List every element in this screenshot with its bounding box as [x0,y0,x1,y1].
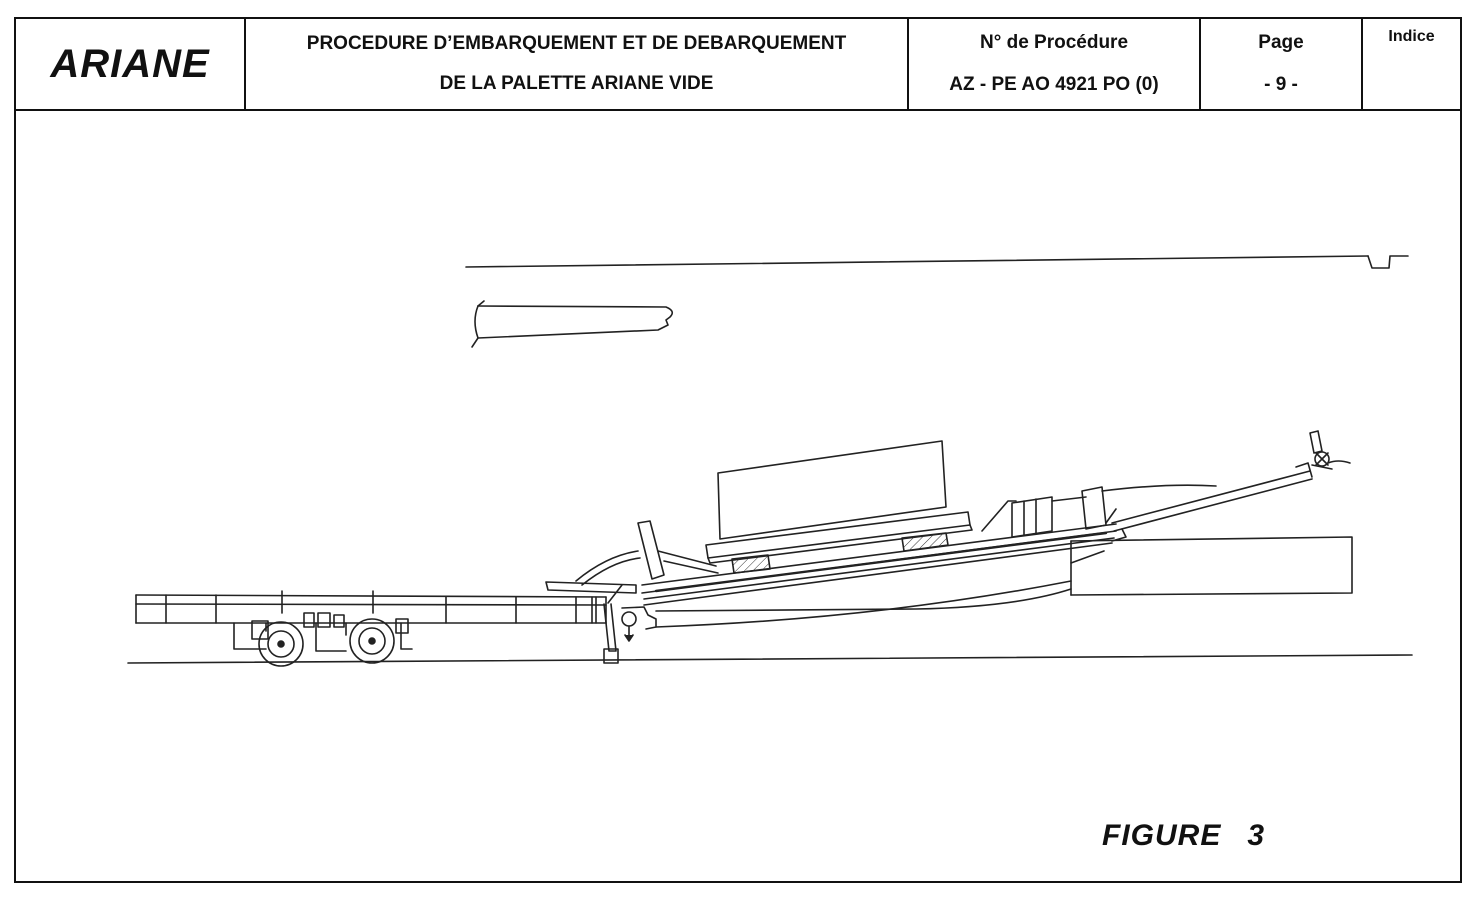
cargo-container [717,440,947,540]
overhead-beam [471,300,674,348]
winch-frame [981,484,1217,538]
hold-floor-structure [655,536,1353,628]
ground-line [127,654,1413,664]
page-number: - 9 - [1264,74,1298,95]
indice-label: Indice [1388,28,1435,45]
brand-logo-text: ARIANE [50,41,210,86]
figure-caption-word: FIGURE [1102,819,1222,852]
trailer-wheel-front [258,621,304,667]
figure-caption: FIGURE 3 [1102,819,1265,853]
document-title-line-2: DE LA PALETTE ARIANE VIDE [439,73,714,94]
technical-drawing [127,255,1413,667]
procedure-number: AZ - PE AO 4921 PO (0) [949,74,1159,95]
ramp-strut [575,520,719,586]
brand-cell: ARIANE [16,19,246,109]
page-cell: Page - 9 - [1201,19,1363,109]
document-sheet: ARIANE PROCEDURE D’EMBARQUEMENT ET DE DE… [14,17,1462,883]
hold-ceiling-line [465,255,1409,269]
pallet [705,511,973,574]
support-leg [603,603,619,664]
tow-bar [1111,462,1313,542]
trailer-chassis [135,590,607,652]
title-block: ARIANE PROCEDURE D’EMBARQUEMENT ET DE DE… [16,19,1460,111]
anchor-pulley [1309,430,1351,470]
indice-cell: Indice [1363,19,1460,109]
transfer-plate [545,581,637,604]
trailer-wheel-rear [349,618,395,664]
procedure-cell: N° de Procédure AZ - PE AO 4921 PO (0) [909,19,1201,109]
title-cell: PROCEDURE D’EMBARQUEMENT ET DE DEBARQUEM… [246,19,909,109]
figure-caption-number: 3 [1247,819,1266,852]
procedure-label: N° de Procédure [979,32,1129,53]
document-title-line-1: PROCEDURE D’EMBARQUEMENT ET DE DEBARQUEM… [306,33,847,54]
page-label: Page [1258,32,1304,53]
inclined-ramp [641,523,1117,606]
hinge-pivot [621,606,657,642]
